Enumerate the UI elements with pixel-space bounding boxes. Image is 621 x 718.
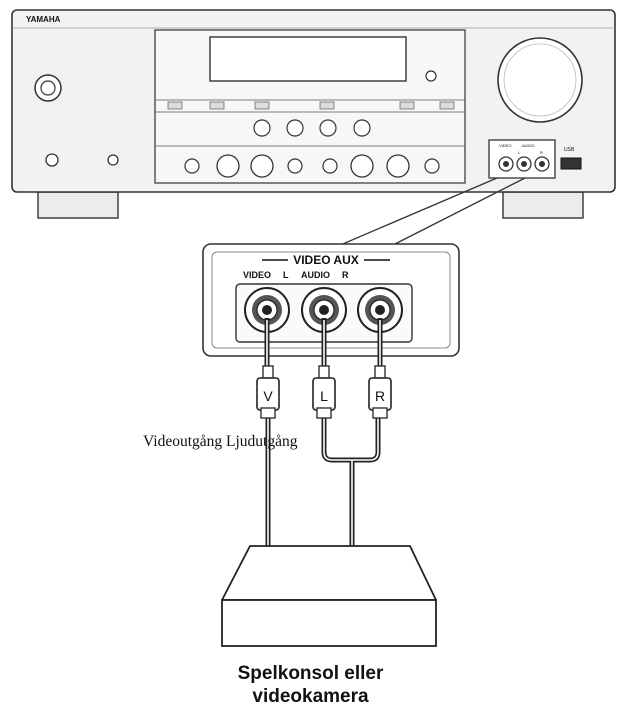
device-caption: Spelkonsol eller videokamera [0, 662, 621, 708]
front-jack-label: VIDEO [499, 143, 511, 148]
phones-jack [45, 153, 59, 167]
volume-knob [497, 37, 583, 123]
receiver-foot-right [502, 191, 584, 219]
audio-left-plug: L [312, 365, 336, 419]
video-plug-label: V [263, 388, 273, 404]
audio-left-plug-label: L [320, 388, 328, 404]
usb-label: USB [564, 147, 575, 153]
zoom-callout-line-right [394, 177, 526, 245]
receiver-display [209, 36, 407, 82]
panel-label-audio: AUDIO [301, 270, 330, 280]
receiver-brand-logo: YAMAHA [26, 15, 61, 24]
power-knob [34, 74, 62, 102]
front-jack-label: R [540, 150, 543, 155]
device-caption-line1: Spelkonsol eller [237, 663, 384, 684]
av-receiver: YAMAHA [11, 9, 616, 219]
mic-jack [107, 154, 119, 166]
panel-label-l: L [283, 270, 289, 280]
audio-left-jack [301, 287, 347, 333]
standby-indicator [425, 70, 437, 82]
front-jack-label: AUDIO [522, 143, 535, 148]
front-jack-label: L [518, 150, 521, 155]
receiver-foot-left [37, 191, 119, 219]
audio-right-plug-label: R [375, 388, 385, 404]
panel-title: VIDEO AUX [293, 253, 359, 267]
video-jack [244, 287, 290, 333]
game-console-device [221, 545, 437, 647]
video-plug: V [256, 365, 280, 419]
video-aux-panel: VIDEO AUX VIDEO L AUDIO R [202, 243, 460, 357]
usb-port [560, 157, 582, 170]
panel-label-r: R [342, 270, 349, 280]
device-caption-line2: videokamera [252, 686, 369, 707]
audio-right-plug: R [368, 365, 392, 419]
panel-label-video: VIDEO [243, 270, 271, 280]
outputs-label: Videoutgång Ljudutgång [143, 433, 298, 450]
cable-audio-merge [321, 416, 381, 463]
